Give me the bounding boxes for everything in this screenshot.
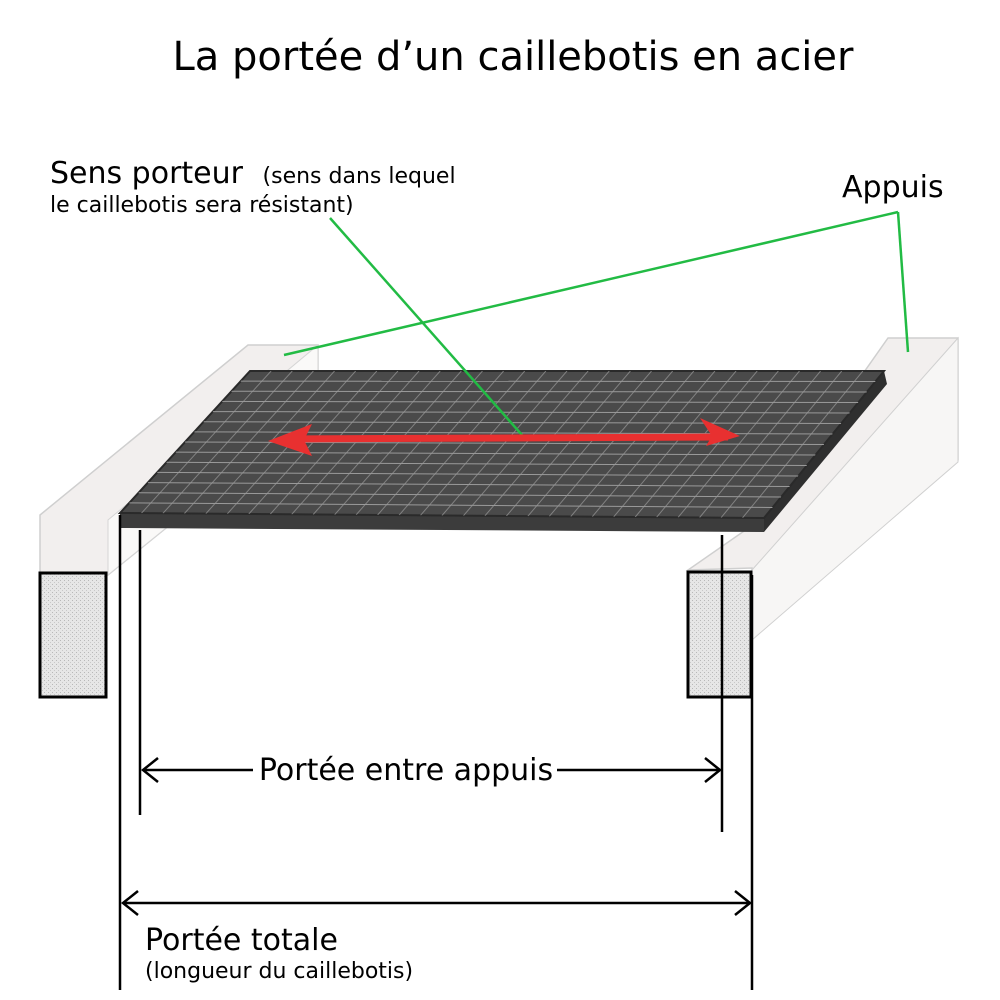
span-between-supports-dimension xyxy=(140,757,723,783)
grating-crossbar xyxy=(548,371,674,517)
grating-crossbar xyxy=(291,371,420,515)
dimension-extension-lines xyxy=(118,515,754,990)
grating-crossbar xyxy=(334,371,462,515)
grating-crossbar xyxy=(398,371,526,516)
right-support xyxy=(685,336,959,699)
grating-crossbar xyxy=(312,371,441,515)
right-support-section xyxy=(686,570,753,699)
grating-crossbar xyxy=(699,371,821,518)
left-support-section xyxy=(38,571,108,699)
grating-crossbar xyxy=(355,371,483,516)
grating-crossbar xyxy=(205,371,335,515)
grating-crossbar xyxy=(484,371,610,517)
grating-crossbar xyxy=(613,371,737,518)
grating-crossbar xyxy=(656,371,779,518)
grating-crossbar xyxy=(742,371,864,518)
grating-crossbar xyxy=(162,371,293,514)
supports-label: Appuis xyxy=(842,170,944,205)
bearing-direction-note-1: (sens dans lequel xyxy=(263,164,456,189)
total-span-note: (longueur du caillebotis) xyxy=(145,959,413,984)
total-span-label: Portée totale xyxy=(145,923,338,958)
grating-crossbar xyxy=(441,371,568,516)
bearing-direction-arrow xyxy=(268,418,740,456)
grating-crossbar xyxy=(269,371,399,515)
grating-crossbar xyxy=(141,371,272,514)
grating-crossbar xyxy=(720,371,843,518)
span-between-supports-label: Portée entre appuis xyxy=(259,753,553,788)
bearing-direction-note-2: le caillebotis sera résistant) xyxy=(50,193,354,218)
grating-crossbar xyxy=(377,371,504,516)
leader-lines xyxy=(283,210,910,436)
grating-crossbar xyxy=(591,371,716,517)
bearing-direction-label-group: Sens porteur (sens dans lequel xyxy=(50,156,456,191)
grating-crossbar xyxy=(570,371,695,517)
grating-crossbar xyxy=(527,371,652,517)
total-span-dimension xyxy=(120,890,753,916)
bearing-direction-label: Sens porteur xyxy=(50,156,244,191)
grating-crossbar xyxy=(420,371,547,516)
page-title: La portée d’un caillebotis en acier xyxy=(173,34,855,80)
grating-crossbar xyxy=(634,371,758,518)
grating-crossbar xyxy=(184,371,314,514)
steel-grating xyxy=(117,370,887,532)
grating-crossbar xyxy=(677,371,800,518)
grating-crossbar xyxy=(248,371,378,515)
grating-crossbar xyxy=(506,371,631,517)
grating-crossbar xyxy=(463,371,589,516)
